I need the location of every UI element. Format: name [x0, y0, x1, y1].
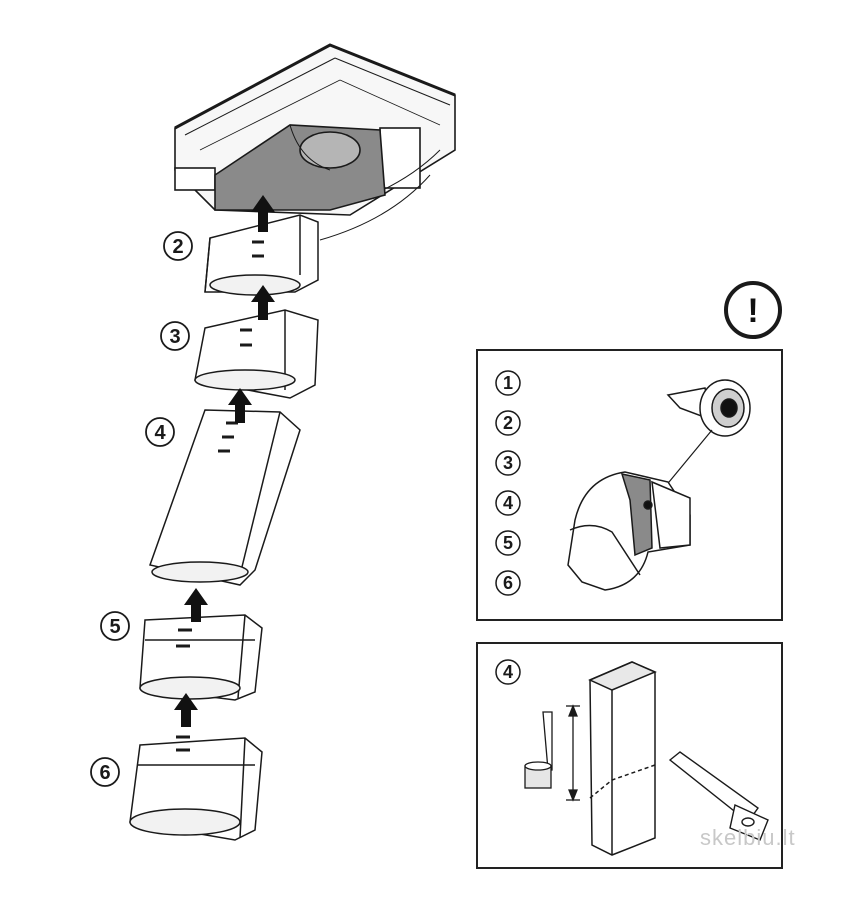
step-badge: 5	[100, 611, 130, 641]
svg-text:4: 4	[503, 493, 513, 513]
step-badge: 4	[145, 417, 175, 447]
step-badge: 3	[160, 321, 190, 351]
elbow-duct	[567, 471, 691, 591]
tape-roll-icon	[649, 379, 751, 506]
svg-text:2: 2	[503, 413, 513, 433]
duct-segment-5	[139, 614, 263, 701]
cut-instruction-panel: 4	[476, 642, 783, 869]
svg-text:!: !	[747, 292, 758, 330]
tape-measure-icon	[524, 711, 553, 789]
svg-text:6: 6	[503, 573, 513, 593]
svg-text:5: 5	[503, 533, 513, 553]
duct-piece	[588, 661, 657, 856]
ceiling-unit	[174, 43, 456, 241]
saw-icon	[668, 751, 769, 841]
svg-text:3: 3	[503, 453, 513, 473]
step-number: 4	[154, 422, 166, 444]
warning-icon: !	[724, 281, 782, 339]
step-number: 6	[99, 762, 110, 784]
panel-step-list: 1 2 3 4 5 6	[495, 370, 521, 596]
svg-text:1: 1	[503, 373, 513, 393]
panel-step-number: 4	[503, 662, 513, 682]
tape-instruction-panel: 1 2 3 4 5 6	[476, 349, 783, 621]
dimension-marker	[566, 704, 580, 802]
duct-segment-6	[129, 735, 263, 841]
duct-segment-3	[194, 309, 319, 399]
assembly-arrows	[174, 195, 275, 727]
watermark: skelbiu.lt	[700, 825, 796, 850]
arrow-up	[251, 285, 275, 320]
step-number: 2	[172, 236, 183, 258]
arrow-up	[228, 388, 252, 423]
arrow-up	[174, 693, 198, 727]
duct-segment-2	[204, 214, 319, 296]
arrow-up	[184, 588, 208, 622]
step-number: 3	[169, 326, 180, 348]
arrow-up	[251, 195, 275, 232]
duct-segment-4	[149, 409, 301, 586]
step-badge: 6	[90, 757, 120, 787]
step-badge: 2	[163, 231, 193, 261]
svg-text:skelbiu.lt: skelbiu.lt	[700, 825, 796, 850]
step-number: 5	[109, 616, 120, 638]
